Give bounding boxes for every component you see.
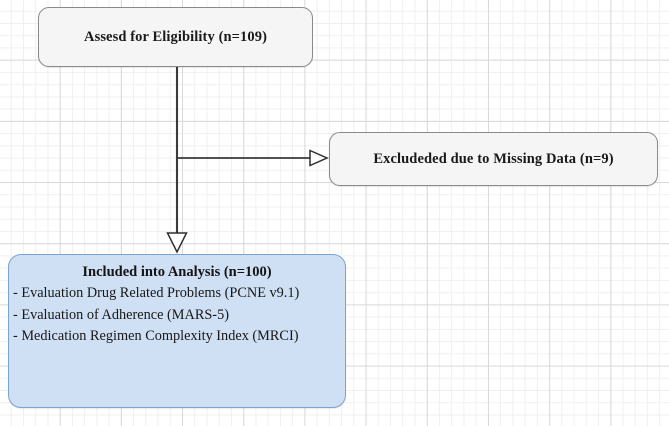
arrowhead-down [166,232,188,254]
node-excluded-label: Excludeded due to Missing Data (n=9) [373,150,614,167]
arrowhead-right [309,149,329,167]
node-excluded-missing-data[interactable]: Excludeded due to Missing Data (n=9) [329,132,658,186]
node-included-line-1: - Evaluation Drug Related Problems (PCNE… [13,285,300,301]
node-included-line-2: - Evaluation of Adherence (MARS-5) [13,306,229,323]
node-included-into-analysis[interactable]: Included into Analysis (n=100) - Evaluat… [8,254,346,408]
node-assessed-label: Assesd for Eligibility (n=109) [84,28,267,45]
node-included-title: Included into Analysis (n=100) [82,264,272,280]
node-assessed-for-eligibility[interactable]: Assesd for Eligibility (n=109) [38,7,313,67]
node-included-body: - Evaluation Drug Related Problems (PCNE… [11,283,343,348]
node-included-line-3: - Medication Regimen Complexity Index (M… [13,328,299,344]
